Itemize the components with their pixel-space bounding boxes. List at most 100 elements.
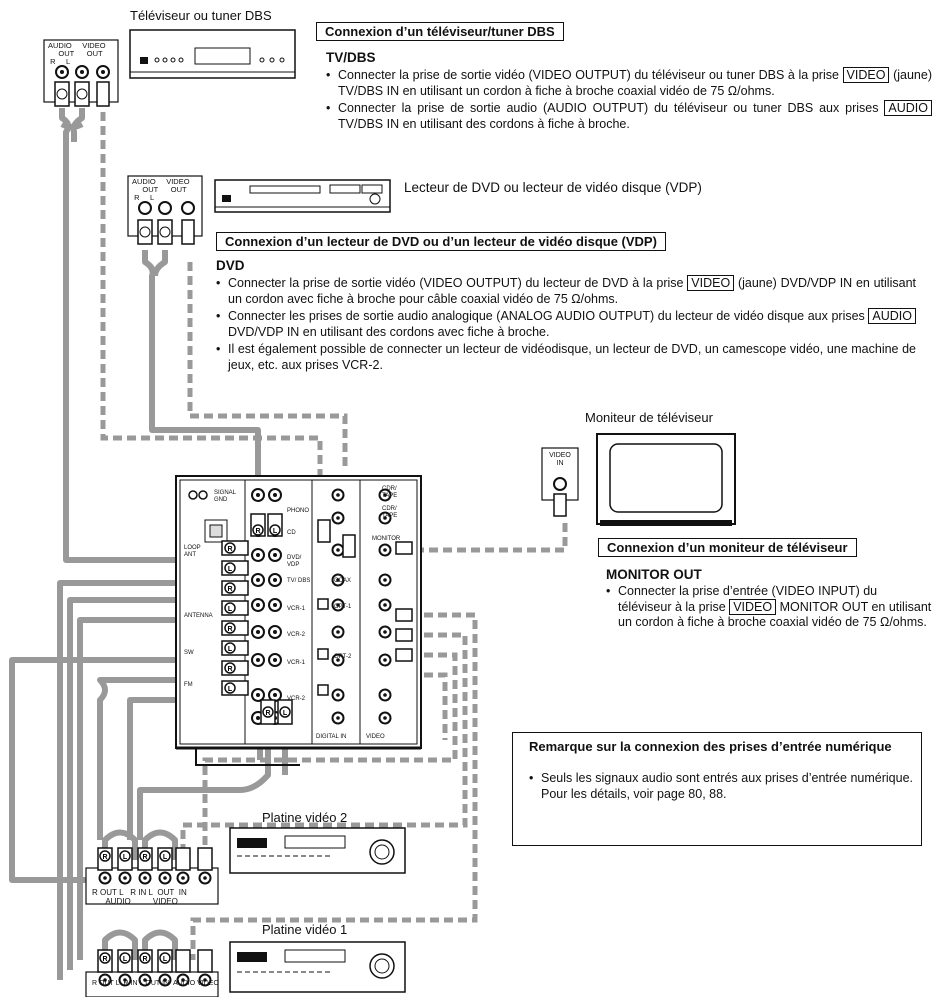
rca-jack [268,548,282,562]
receiver-phono: PHONO [287,508,310,514]
monitor-jack-panel [541,447,579,517]
audio-tag: AUDIO [884,100,932,116]
svg-text:L: L [163,854,168,861]
video-plug [342,534,356,558]
rca-plug: R [250,513,266,537]
rca-plug: R [221,660,249,676]
video-plug [395,608,413,622]
svg-text:R: R [142,956,147,963]
rca-jack [268,653,282,667]
receiver-coax: COAX [334,578,352,584]
note-bullets: Seuls les signaux audio sont entrés aux … [529,771,913,804]
rca-plug: R [221,540,249,556]
video-jack [378,598,392,612]
rca-plug: L [157,949,173,987]
svg-text:R: R [227,666,232,673]
receiver-vcr1-a: VCR-1 [287,606,306,612]
receiver-loop-ant: LOOP ANT [184,545,201,558]
svg-text:L: L [163,956,168,963]
svg-text:L: L [228,606,233,613]
tv-dbs-jack-text: AUDIO VIDEO OUT OUT R L [48,41,106,66]
video-jack [331,488,345,502]
dvd-bullet-3: Il est également possible de connecter u… [216,342,916,373]
receiver-dvd-vdp: DVD/ VDP [287,555,302,568]
monitor-header: Connexion d’un moniteur de téléviseur [598,538,857,557]
video-jack [378,511,392,525]
svg-text:R: R [255,528,260,535]
svg-text:L: L [123,956,128,963]
video-jack [331,543,345,557]
rca-jack [268,598,282,612]
receiver-fm: FM [184,682,193,688]
receiver-antenna: ANTENNA [184,613,213,619]
tv-dbs-bullet-1: Connecter la prise de sortie vidéo (VIDE… [326,67,932,99]
receiver-cdr-tape-1: CDR/ TAPE [382,486,398,499]
video-jack [331,511,345,525]
video-jack [331,711,345,725]
video-jack [331,573,345,587]
optical-jack [317,684,329,696]
video-tag: VIDEO [729,598,777,615]
rca-plug [175,949,191,987]
video-plug [395,541,413,555]
dvd-device-label: Lecteur de DVD ou lecteur de vidéo disqu… [404,180,702,195]
note-bullet-1: Seuls les signaux audio sont entrés aux … [529,771,913,802]
tv-monitor [596,433,736,526]
svg-text:R: R [227,626,232,633]
rca-plug: L [221,680,249,696]
vcr-1 [229,941,406,993]
video-plug [395,648,413,662]
svg-text:R: R [142,854,147,861]
optical-jack [317,648,329,660]
vcr-1-label: Platine vidéo 1 [262,922,348,937]
receiver-digital-in: DIGITAL IN [316,734,347,740]
monitor-device-label: Moniteur de téléviseur [585,410,713,425]
receiver-signal-gnd: SIGNAL GND [214,490,236,503]
rca-plug: L [267,513,283,537]
rca-plug: L [117,847,133,885]
rca-plug: R [97,847,113,885]
tv-dbs-tuner [129,29,296,79]
receiver-sw: SW [184,650,194,656]
receiver-tv-dbs: TV/ DBS [287,578,311,584]
vcr-2-jack-text: R OUT L R IN L OUT IN AUDIO VIDEO [92,888,187,906]
vcr-1-jack-text: R OUT L R IN L OUT IN AUDIO VIDEO [92,980,219,987]
rca-plug: L [157,847,173,885]
video-jack [331,625,345,639]
rca-plug [175,847,191,885]
svg-text:R: R [227,586,232,593]
rca-plug: L [221,640,249,656]
rca-jack [251,548,265,562]
video-cables [100,112,568,960]
rca-plug: L [277,699,293,725]
note-title: Remarque sur la connexion des prises d’e… [529,739,892,754]
dvd-jack-panel [127,175,203,245]
receiver-vcr2-b: VCR-2 [287,696,306,702]
rca-plug: R [97,949,113,987]
video-jack [378,573,392,587]
video-tag: VIDEO [687,275,735,291]
receiver-opt2: OPT-2 [334,654,352,660]
optical-jack [317,598,329,610]
vcr-2 [229,827,406,874]
rca-jack [268,625,282,639]
video-jack [378,543,392,557]
video-jack [331,598,345,612]
audio-cables [9,108,288,980]
tv-dbs-device-label: Téléviseur ou tuner DBS [130,8,272,23]
tv-dbs-bullets: Connecter la prise de sortie vidéo (VIDE… [326,67,932,134]
rca-plug: L [117,949,133,987]
svg-text:L: L [283,710,288,717]
video-jack [378,688,392,702]
rca-plug: L [221,600,249,616]
rca-jack [251,688,265,702]
dvd-player [214,179,391,213]
digital-input-note-box: Remarque sur la connexion des prises d’e… [512,732,922,846]
video-plug [317,519,331,543]
video-jack [378,625,392,639]
receiver-monitor-label: MONITOR [372,536,401,542]
monitor-subtitle: MONITOR OUT [606,567,702,582]
svg-text:R: R [102,956,107,963]
tv-dbs-bullet-2: Connecter la prise de sortie audio (AUDI… [326,100,932,132]
